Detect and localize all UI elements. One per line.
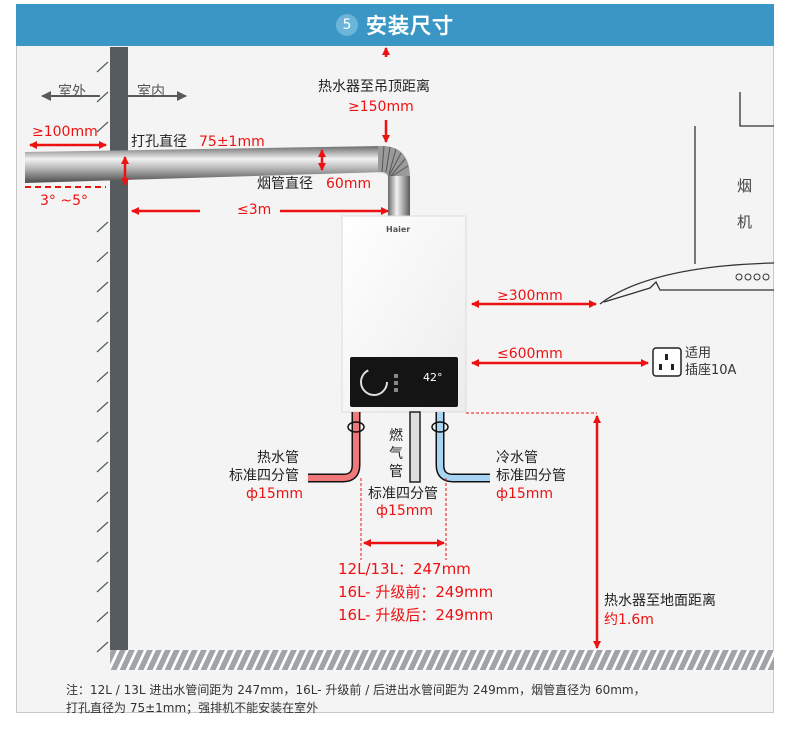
spacing-16l-after: 16L- 升级后：249mm	[338, 606, 494, 624]
cold-pipe-diameter: ф15mm	[496, 486, 554, 502]
flue-pipe	[25, 146, 385, 183]
floor-distance-value: 约1.6m	[604, 612, 654, 628]
heater-brand-logo: Haier	[386, 225, 411, 234]
range-hood-label-2: 机	[737, 213, 753, 231]
wall-hatching	[96, 61, 109, 653]
heater-temp-display: 42°	[423, 371, 443, 384]
hot-pipe-spec: 标准四分管	[229, 468, 299, 484]
mode-icon	[394, 374, 398, 378]
outdoor-label: 室外	[58, 84, 86, 100]
section-title: 安装尺寸	[366, 14, 454, 38]
hot-pipe-clamp	[347, 421, 365, 433]
hot-water-pipe	[308, 412, 359, 481]
cold-pipe-spec: 标准四分管	[496, 468, 566, 484]
range-hood	[599, 92, 775, 305]
hot-pipe-name: 热水管	[257, 450, 299, 466]
hot-pipe-outline	[308, 412, 361, 483]
hood-distance-value: ≥300mm	[497, 288, 563, 304]
indoor-label: 室内	[137, 84, 165, 100]
outdoor-extension-value: ≥100mm	[32, 124, 98, 140]
flue-pipe-vertical	[388, 176, 410, 216]
socket-label-1: 适用	[685, 346, 712, 361]
floor-distance-label: 热水器至地面距离	[604, 593, 716, 609]
cold-pipe-outline	[435, 412, 490, 483]
dimension-guides	[360, 412, 597, 560]
gas-pipe-diameter: ф15mm	[376, 503, 434, 519]
cold-pipe-clamp	[431, 421, 449, 433]
hood-vent-holes	[735, 273, 770, 281]
gas-pipe-name-1: 燃	[389, 428, 403, 444]
mode-icon	[394, 388, 398, 392]
gas-pipe-spec: 标准四分管	[368, 486, 438, 502]
gas-pipe-name-2: 气	[389, 446, 403, 462]
footnote: 注：12L / 13L 进出水管间距为 247mm，16L- 升级前 / 后进出…	[66, 681, 646, 717]
socket-icon	[652, 347, 682, 377]
section-header: 5 安装尺寸	[16, 4, 774, 46]
cold-water-pipe	[437, 412, 490, 481]
footnote-line-2: 打孔直径为 75±1mm；强排机不能安装在室外	[66, 701, 319, 715]
spacing-16l-before: 16L- 升级前：249mm	[338, 583, 494, 601]
footnote-line-1: 注：12L / 13L 进出水管间距为 247mm，16L- 升级前 / 后进出…	[66, 683, 646, 697]
gas-pipe-name-3: 管	[389, 464, 403, 480]
range-hood-label-1: 烟	[737, 177, 753, 195]
flue-max-length: ≤3m	[237, 202, 272, 218]
ceiling-distance-label: 热水器至吊顶距离	[318, 79, 430, 95]
floor	[110, 650, 774, 670]
cold-pipe-name: 冷水管	[496, 450, 538, 466]
gas-pipe	[409, 411, 421, 483]
pipe-diameter-value: 60mm	[326, 176, 372, 192]
heater-dial-icon	[360, 368, 388, 396]
hot-pipe-diameter: ф15mm	[246, 486, 304, 502]
pipe-diameter-label: 烟管直径	[257, 176, 313, 192]
wall	[110, 47, 128, 670]
spacing-12l-13l: 12L/13L：247mm	[338, 560, 471, 578]
step-number-badge: 5	[336, 14, 358, 36]
ceiling-distance-value: ≥150mm	[348, 99, 414, 115]
socket-distance-value: ≤600mm	[497, 346, 563, 362]
slope-value: 3° ~5°	[40, 193, 88, 209]
hole-diameter-value: 75±1mm	[199, 134, 265, 150]
mode-icon	[394, 381, 398, 385]
socket-label-2: 插座10A	[685, 363, 737, 378]
hole-diameter-label: 打孔直径	[131, 134, 187, 150]
